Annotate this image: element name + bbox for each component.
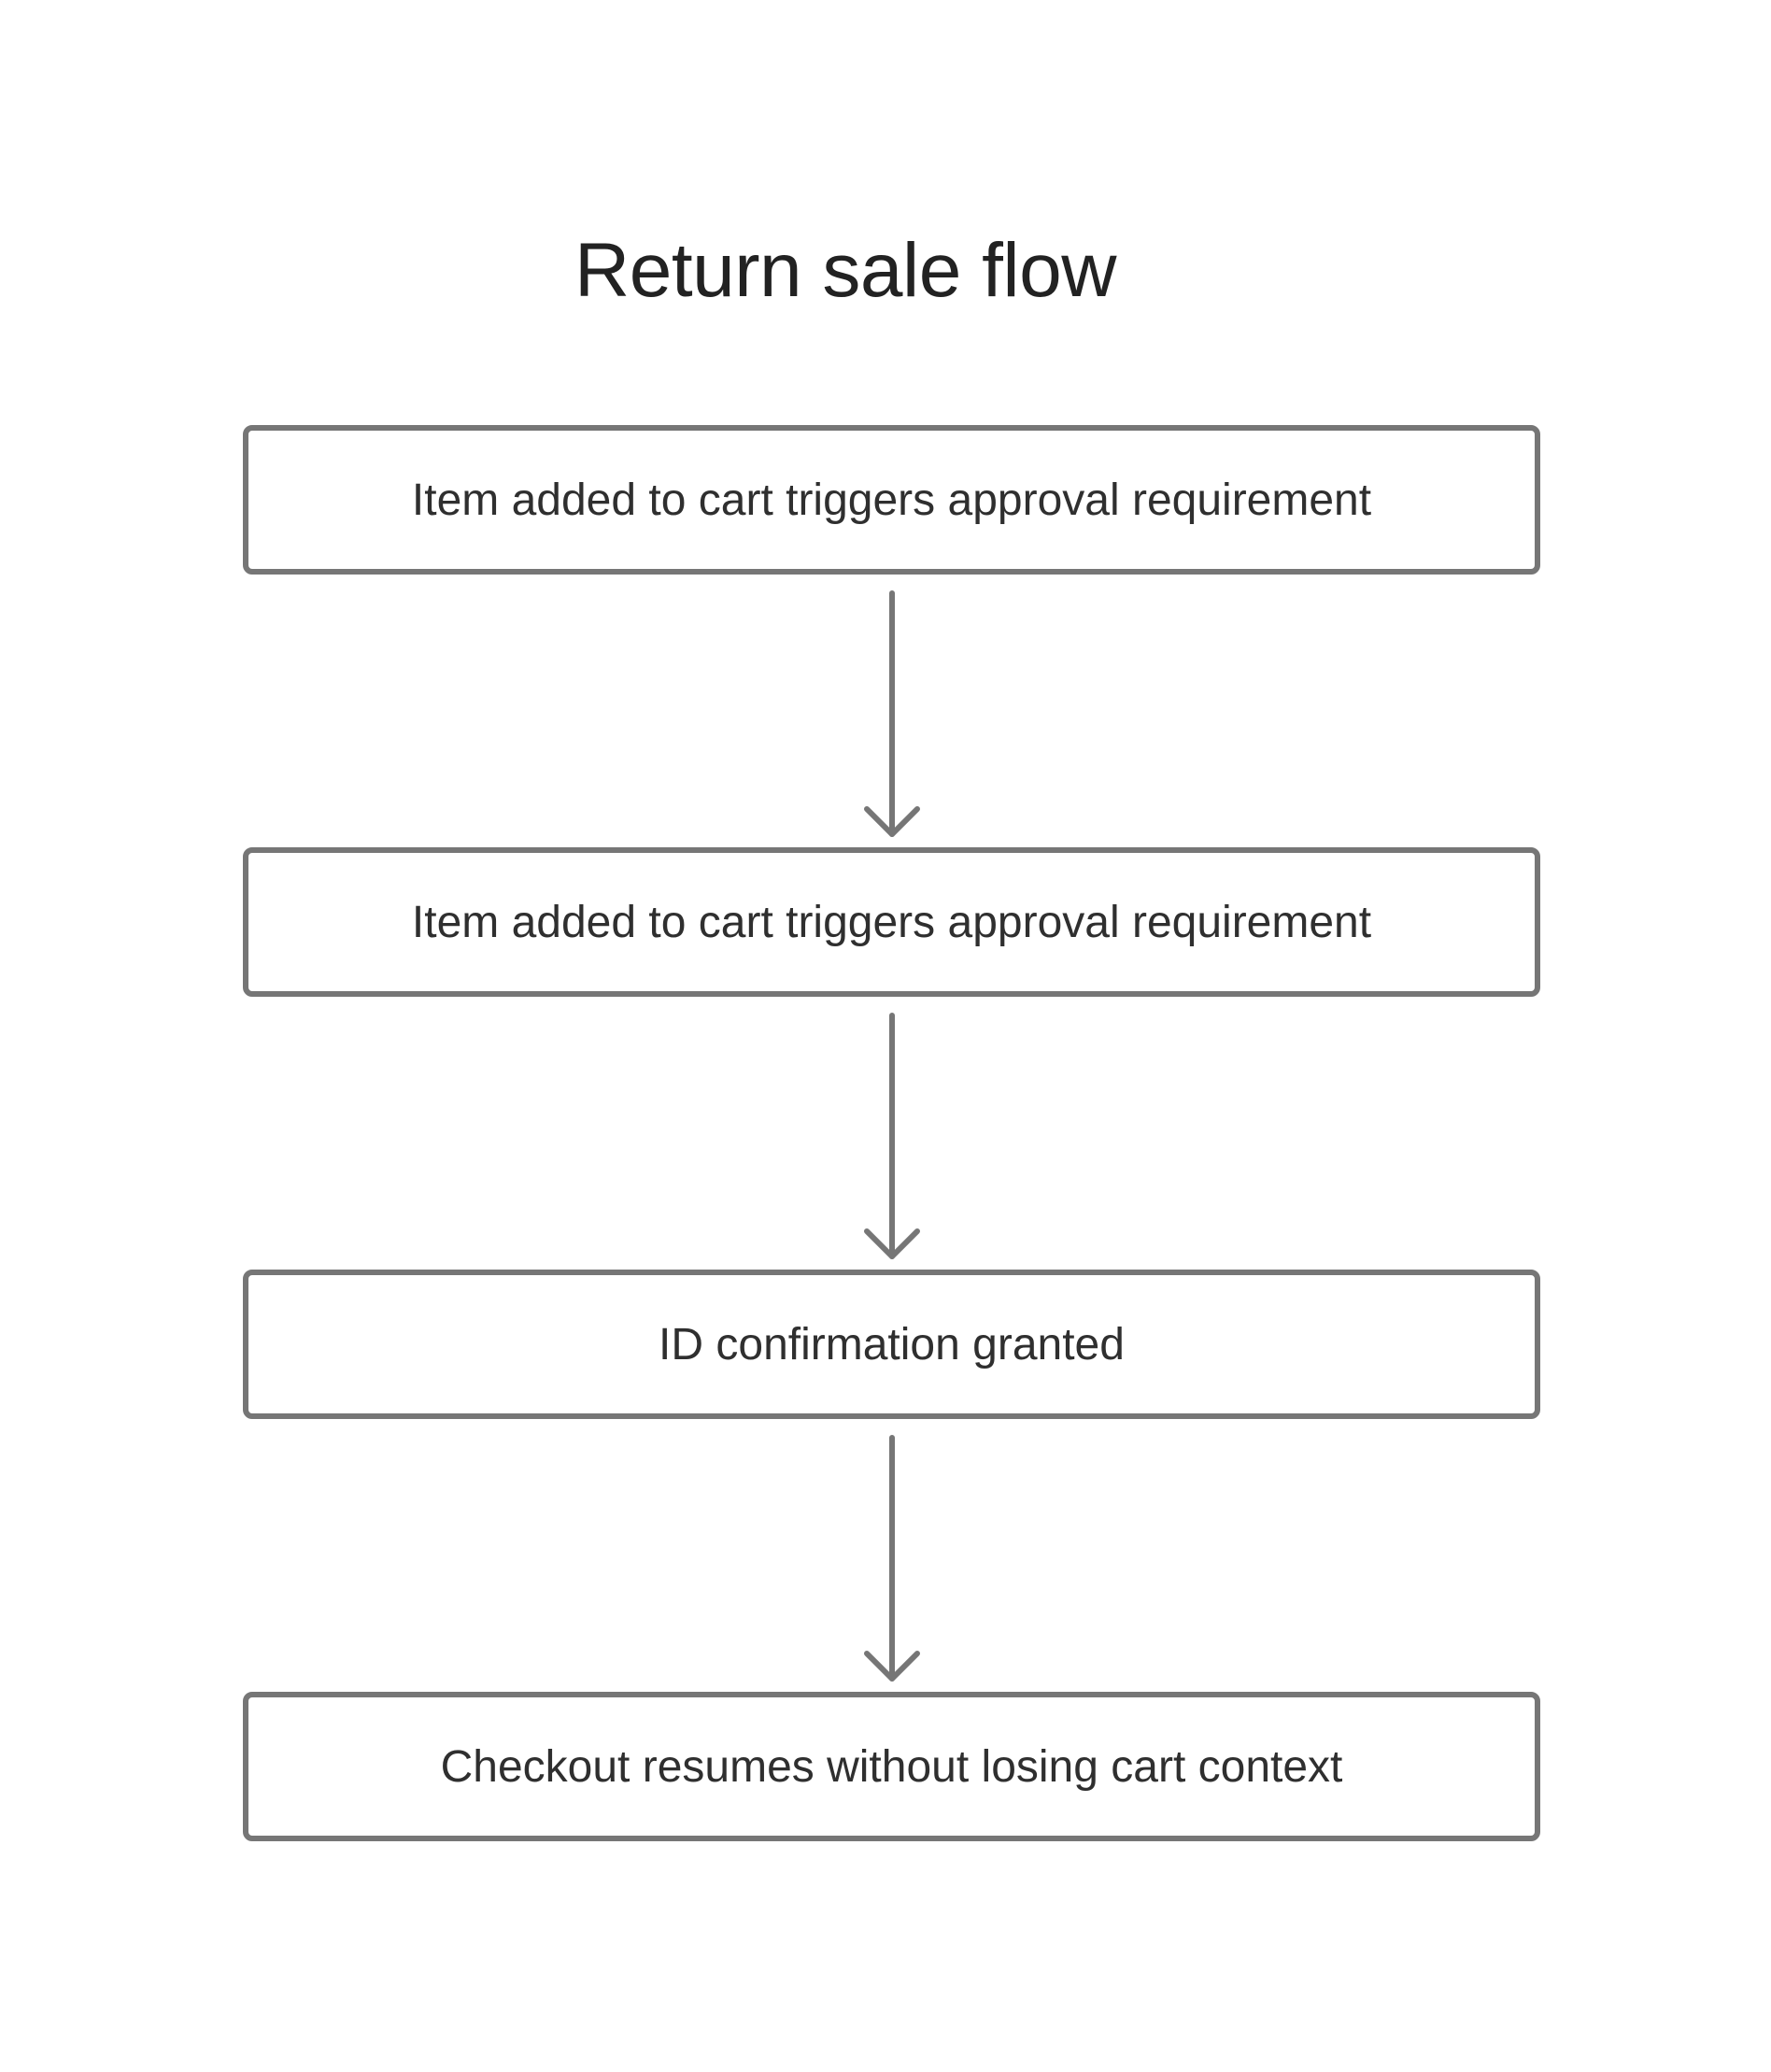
flow-step-3: ID confirmation granted <box>243 1270 1540 1419</box>
flow-step-label: Checkout resumes without losing cart con… <box>440 1741 1343 1792</box>
flow-step-label: Item added to cart triggers approval req… <box>411 897 1372 947</box>
diagram-title: Return sale flow <box>574 228 1116 313</box>
flow-step-4: Checkout resumes without losing cart con… <box>243 1692 1540 1841</box>
arrow-down-icon <box>864 1435 920 1682</box>
flow-step-1: Item added to cart triggers approval req… <box>243 425 1540 575</box>
flow-step-label: ID confirmation granted <box>659 1319 1125 1370</box>
arrow-down-icon <box>864 1013 920 1259</box>
flow-step-2: Item added to cart triggers approval req… <box>243 847 1540 997</box>
flow-step-label: Item added to cart triggers approval req… <box>411 475 1372 525</box>
arrow-down-icon <box>864 590 920 837</box>
